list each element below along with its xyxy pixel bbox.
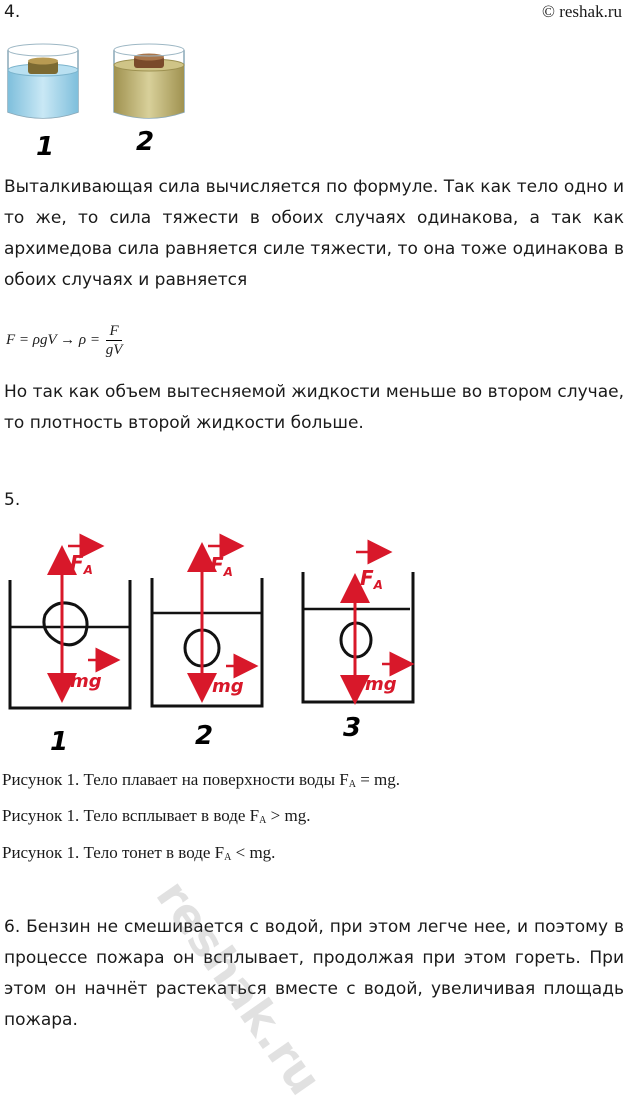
task4-formula: F = ρgV → ρ = F gV <box>6 322 123 359</box>
task5-label-2: 2 <box>195 721 213 751</box>
task5-figure: FA mg FA mg FA mg 1 2 3 <box>8 533 415 757</box>
formula-denominator: gV <box>105 342 123 358</box>
figure-line-3: Рисунок 1. Тело тонет в воде FA < mg. <box>2 843 276 863</box>
force-labels: FA mg FA mg FA mg <box>68 533 415 697</box>
task6-paragraph: 6. Бензин не смешивается с водой, при эт… <box>4 917 624 1030</box>
mg-label-2: mg <box>212 676 244 697</box>
container-1 <box>8 545 132 710</box>
mg-label-3: mg <box>365 674 397 695</box>
figure-line-2: Рисунок 1. Тело всплывает в воде FA > mg… <box>2 806 311 826</box>
glass-1 <box>7 43 79 119</box>
task5-label-1: 1 <box>50 727 68 757</box>
formula-fraction: F gV <box>105 322 123 359</box>
formula-numerator: F <box>105 322 123 341</box>
task4-label-1: 1 <box>36 132 54 160</box>
task4-paragraph-1: Выталкивающая сила вычисляется по формул… <box>4 177 624 290</box>
container-3 <box>301 572 415 705</box>
task4-label-2: 2 <box>136 127 154 157</box>
formula-left: F = ρgV → ρ = <box>6 331 100 348</box>
container-2 <box>150 542 264 708</box>
task5-number: 5. <box>4 490 21 510</box>
glass-2 <box>113 43 185 119</box>
fa-label-1: FA <box>70 551 93 577</box>
fa-label-2: FA <box>210 553 233 579</box>
figure-line-1: Рисунок 1. Тело плавает на поверхности в… <box>2 770 400 790</box>
task4-figure: 1 2 <box>7 43 185 160</box>
fa-label-3: FA <box>360 566 383 592</box>
site-watermark-text: © reshak.ru <box>542 2 622 21</box>
task4-paragraph-2: Но так как объем вытесняемой жидкости ме… <box>4 382 624 433</box>
mg-label-1: mg <box>70 671 102 692</box>
task5-label-3: 3 <box>343 713 361 743</box>
task4-number: 4. <box>4 2 21 22</box>
